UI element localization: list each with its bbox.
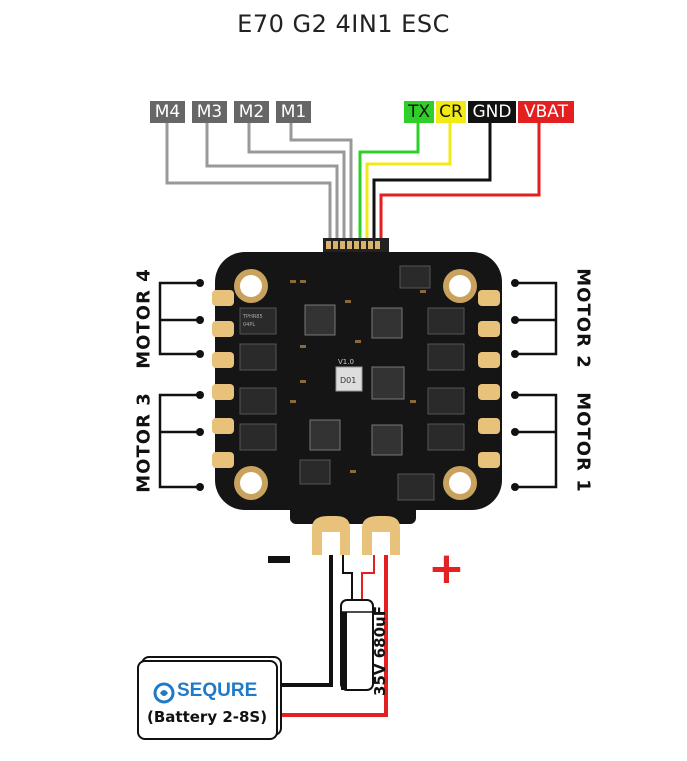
motor-pads [212,290,500,468]
capacitor-label: 35V 680uF [370,606,389,696]
battery-negative-wire [278,555,333,687]
tag-vbat: VBAT [518,101,574,123]
motor3-wires [158,393,200,489]
tag-gnd: GND [468,101,516,123]
tag-m2: M2 [234,101,269,123]
positive-sign: + [428,543,465,594]
driver-chips [304,304,405,456]
mounting-holes [234,269,477,500]
tag-tx: TX [404,101,434,123]
power-pads [312,516,400,555]
motor2-label: MOTOR 2 [572,268,594,369]
mosfet-label: TPHR85 [242,314,263,320]
negative-sign [268,556,290,563]
board-version: V1.0 [338,358,354,366]
tx-wire [358,123,420,240]
page-title: E70 G2 4IN1 ESC [237,10,450,38]
mosfets [239,265,465,501]
passives [290,280,426,473]
tag-cr: CR [436,101,466,123]
motor3-label: MOTOR 3 [133,392,155,493]
motor1-label: MOTOR 1 [572,392,594,493]
motor4-wires [158,281,200,356]
gnd-wire [372,123,492,240]
motor2-wires [515,281,558,356]
motor4-label: MOTOR 4 [133,268,155,369]
signal-wires [165,123,353,240]
capacitor [340,599,374,691]
tag-m4: M4 [150,101,185,123]
cap-positive-lead [361,555,375,600]
vbat-wire [379,123,541,240]
mosfet-sublabel: 04PL [243,322,255,328]
battery-label: (Battery 2-8S) [147,708,268,726]
tag-m3: M3 [192,101,227,123]
motor1-wires [515,393,558,489]
cr-wire [365,123,452,240]
cap-negative-lead [342,555,353,600]
esc-board [212,252,502,555]
tag-m1: M1 [276,101,311,123]
inductor [335,366,363,392]
battery-positive-wire [278,555,388,717]
battery-brand: SEQURE [177,680,258,701]
inductor-label: D01 [340,376,356,385]
battery-pack: SEQURE (Battery 2-8S) [137,660,278,740]
sequre-logo-icon [153,682,175,704]
